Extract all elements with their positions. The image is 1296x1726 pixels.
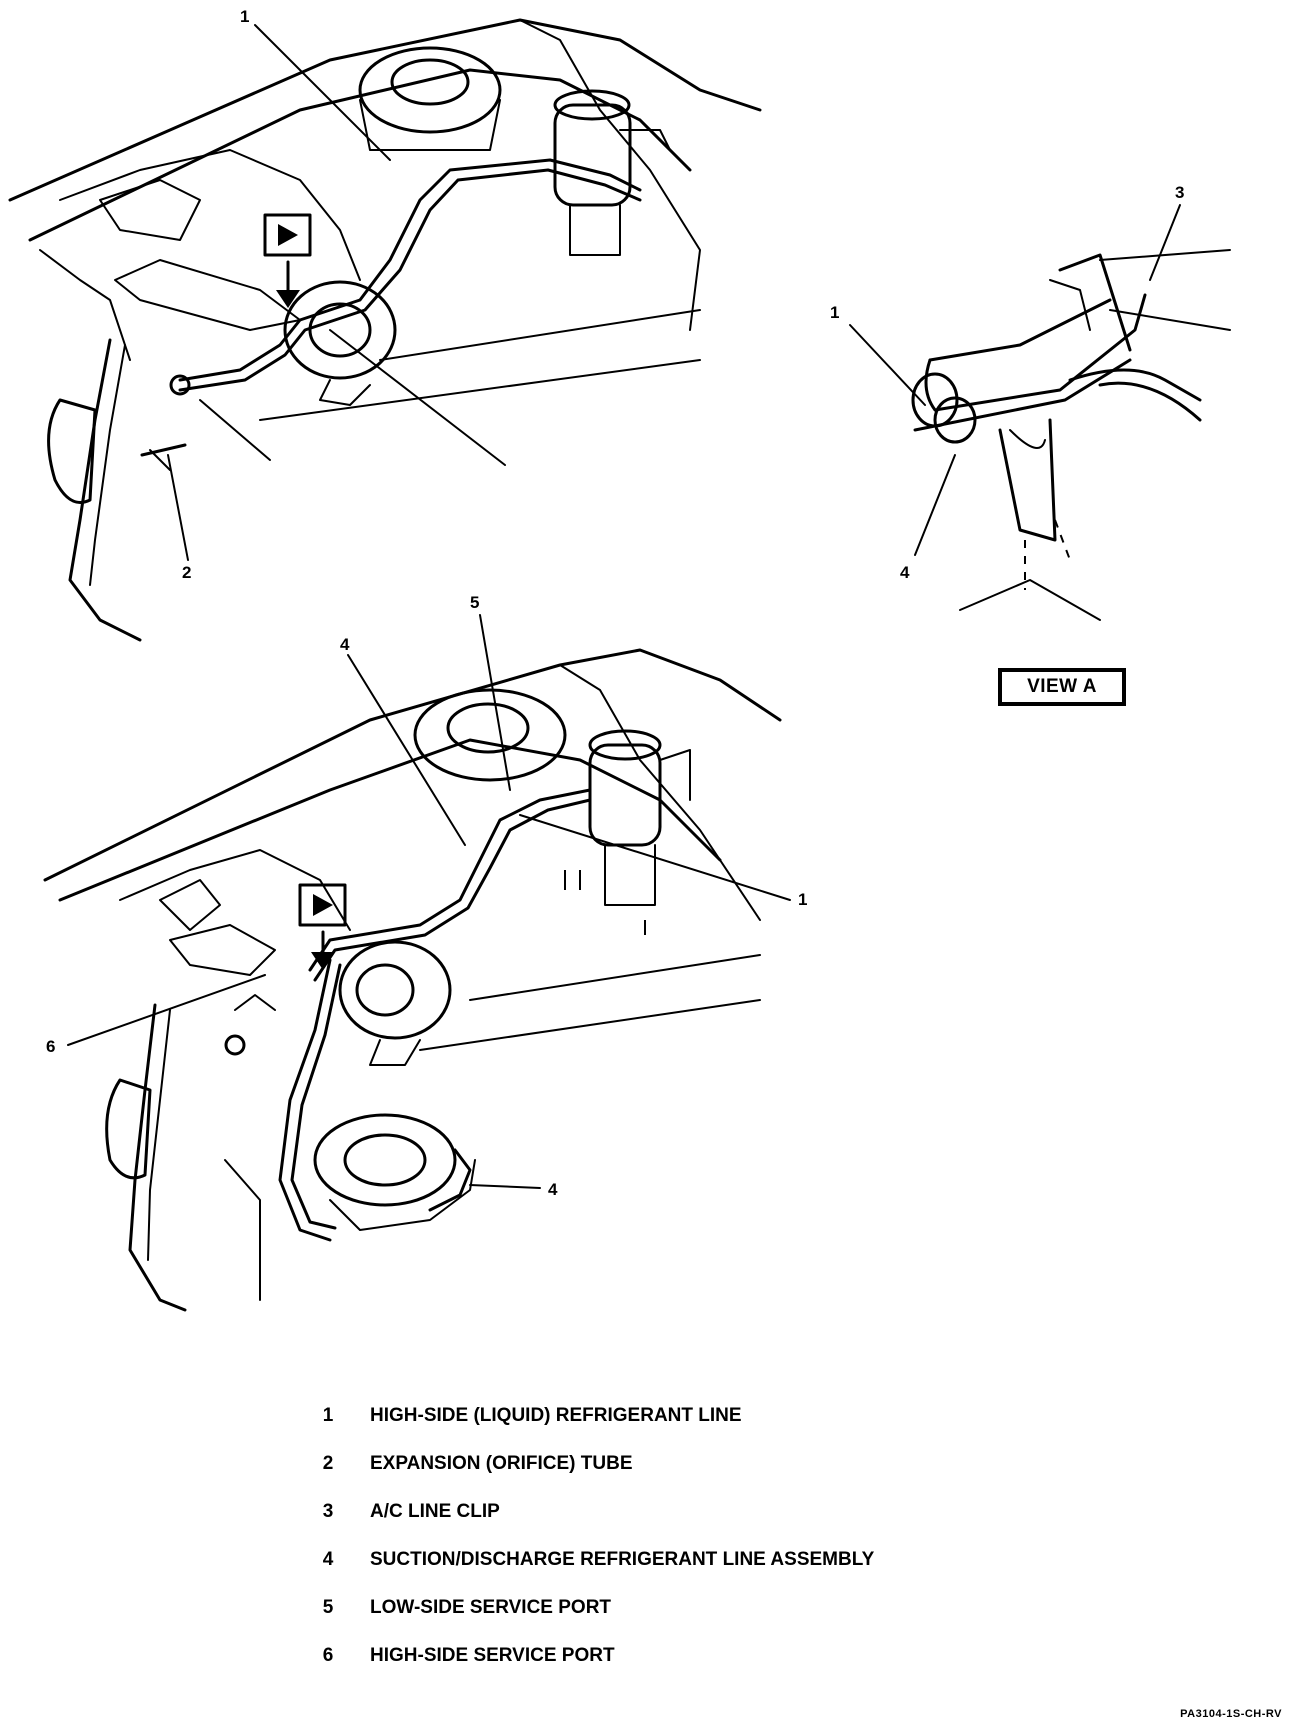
view-a-label: VIEW A: [998, 668, 1126, 706]
callout-bottom-5: 5: [470, 593, 479, 612]
callout-bottom-6: 6: [46, 1037, 55, 1056]
legend-text: EXPANSION (ORIFICE) TUBE: [370, 1453, 633, 1474]
figure-code: PA3104-1S-CH-RV: [1180, 1708, 1282, 1720]
callout-bottom-4-lower: 4: [548, 1180, 558, 1199]
callout-bottom-1: 1: [798, 890, 807, 909]
legend-number: 2: [322, 1453, 334, 1474]
view-a-label-text: VIEW A: [1027, 676, 1097, 697]
top-engine-view: 1 2: [8, 7, 762, 642]
callout-bottom-4-top: 4: [340, 635, 350, 654]
view-a-detail: 1 3 4: [830, 183, 1231, 621]
legend-number: 6: [322, 1645, 334, 1666]
legend-text: A/C LINE CLIP: [370, 1501, 500, 1522]
legend-text: HIGH-SIDE (LIQUID) REFRIGERANT LINE: [370, 1405, 742, 1426]
legend-number: 3: [322, 1501, 334, 1522]
legend-number: 1: [322, 1405, 334, 1426]
legend-text: LOW-SIDE SERVICE PORT: [370, 1597, 612, 1618]
callout-viewa-1: 1: [830, 303, 839, 322]
legend-text: HIGH-SIDE SERVICE PORT: [370, 1645, 615, 1666]
callout-top-1: 1: [240, 7, 249, 26]
bottom-engine-view: 4 5 1 6 4: [43, 593, 807, 1312]
legend-number: 4: [322, 1549, 334, 1570]
callout-viewa-4: 4: [900, 563, 910, 582]
legend-text: SUCTION/DISCHARGE REFRIGERANT LINE ASSEM…: [370, 1549, 875, 1570]
legend-number: 5: [322, 1597, 334, 1618]
callout-top-2: 2: [182, 563, 191, 582]
callout-viewa-3: 3: [1175, 183, 1184, 202]
